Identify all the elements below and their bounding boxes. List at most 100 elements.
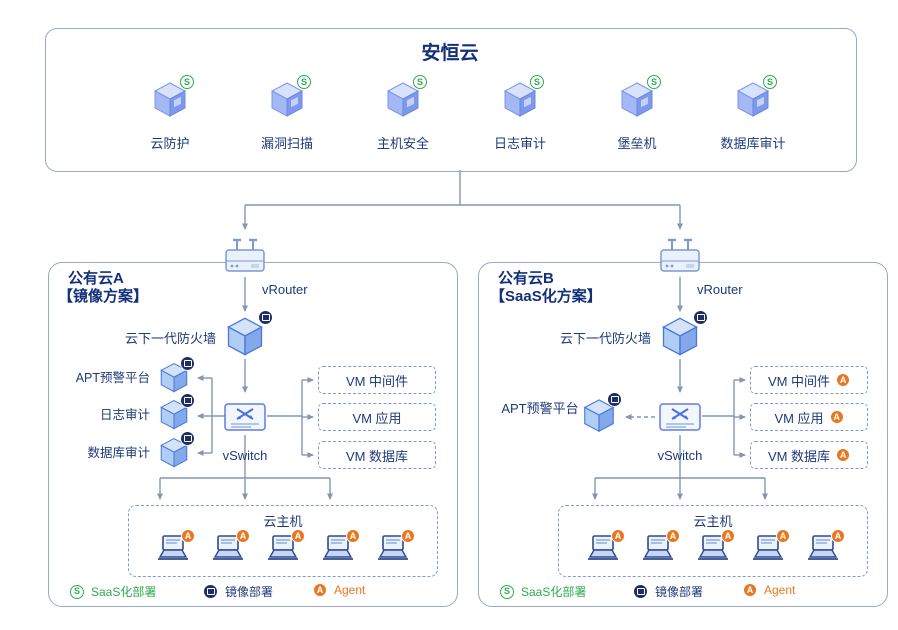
saas-badge-icon: S	[180, 75, 194, 89]
cloud-host-b-laptops: A A A A A	[566, 529, 860, 562]
vrouter-b-icon	[658, 236, 702, 281]
laptop: A	[750, 529, 790, 562]
laptop: A	[695, 529, 735, 562]
apt-platform-a-icon	[157, 356, 195, 400]
laptop: A	[155, 529, 195, 562]
agent-badge-icon: A	[831, 529, 845, 543]
vrouter-a-icon	[223, 236, 267, 281]
saas-badge-icon: S	[530, 75, 544, 89]
vm-box-label: VM 中间件	[767, 373, 831, 389]
cloud-host-a-laptops: A A A A A	[136, 529, 430, 562]
agent-badge-icon: A	[836, 448, 851, 462]
mirror-badge-icon	[180, 393, 195, 408]
legend-saas-b: S SaaS化部署	[500, 583, 586, 600]
cloud-host-a-label: 云主机	[263, 514, 303, 529]
legend-label: Agent	[334, 583, 366, 597]
saas-badge-icon: S	[297, 75, 311, 89]
legend-mirror-b: 镜像部署	[633, 583, 703, 600]
vm-box-label: VM 数据库	[767, 448, 831, 464]
vrouter-a-label: vRouter	[262, 282, 308, 297]
legend-saas-a: S SaaS化部署	[70, 583, 156, 600]
agent-badge-icon: A	[836, 373, 851, 387]
mirror-badge-icon	[180, 431, 195, 446]
anheng-cloud-panel	[45, 28, 857, 172]
laptop: A	[210, 529, 250, 562]
laptop: A	[585, 529, 625, 562]
cloud-a-title: 公有云A	[68, 270, 124, 287]
legend-label: Agent	[764, 583, 796, 597]
agent-badge-icon: A	[181, 529, 195, 543]
vswitch-a-icon	[223, 398, 267, 441]
db-audit-a-icon	[157, 431, 195, 475]
cloud-a-subtitle: 【镜像方案】	[58, 288, 149, 305]
vm-box-label: VM 数据库	[345, 448, 409, 464]
db-audit-a-label: 数据库审计	[87, 446, 150, 460]
vm-middleware-b-box: VM 中间件 A	[750, 366, 868, 394]
agent-badge-icon: A	[721, 529, 735, 543]
vm-box-label: VM 应用	[774, 410, 824, 426]
agent-badge-icon: A	[236, 529, 250, 543]
laptop: A	[640, 529, 680, 562]
legend-label: SaaS化部署	[521, 585, 587, 599]
firewall-b-icon	[656, 310, 708, 364]
saas-badge-icon: S	[70, 584, 84, 599]
legend-label: 镜像部署	[225, 585, 274, 599]
legend-agent-a: A Agent	[313, 583, 365, 597]
agent-badge-icon: A	[611, 529, 625, 543]
cloud-host-b-label: 云主机	[693, 514, 733, 529]
mirror-badge-icon	[258, 310, 273, 325]
mirror-badge-icon	[607, 392, 622, 407]
legend-agent-b: A Agent	[743, 583, 795, 597]
firewall-a-icon	[221, 310, 273, 364]
vswitch-b-label: vSwitch	[657, 448, 703, 463]
saas-badge-icon: S	[647, 75, 661, 89]
vm-box-label: VM 应用	[352, 410, 402, 426]
cloud-b-title: 公有云B	[498, 270, 554, 287]
legend-label: 镜像部署	[655, 585, 704, 599]
vm-db-a-box: VM 数据库	[318, 441, 436, 469]
agent-badge-icon: A	[313, 583, 327, 597]
log-audit-a-icon	[157, 393, 195, 437]
service-log-audit: S 日志审计	[465, 75, 575, 152]
agent-badge-icon: A	[401, 529, 415, 543]
service-label: 主机安全	[376, 136, 429, 151]
cloud-host-b-box	[558, 505, 868, 577]
saas-badge-icon: S	[763, 75, 777, 89]
mirror-badge-icon	[633, 584, 648, 599]
service-label: 云防护	[150, 136, 190, 151]
log-audit-a-label: 日志审计	[99, 408, 150, 422]
legend-label: SaaS化部署	[91, 585, 157, 599]
service-label: 数据库审计	[720, 136, 786, 151]
agent-badge-icon: A	[666, 529, 680, 543]
service-host-security: S 主机安全	[348, 75, 458, 152]
saas-badge-icon: S	[500, 584, 514, 599]
vm-middleware-a-box: VM 中间件	[318, 366, 436, 394]
service-label: 堡垒机	[617, 136, 657, 151]
laptop: A	[805, 529, 845, 562]
legend-mirror-a: 镜像部署	[203, 583, 273, 600]
service-cloud-protection: S 云防护	[115, 75, 225, 152]
vrouter-b-label: vRouter	[697, 282, 743, 297]
service-label: 日志审计	[493, 136, 546, 151]
apt-platform-b-label: APT预警平台	[501, 401, 579, 416]
agent-badge-icon: A	[291, 529, 305, 543]
agent-badge-icon: A	[776, 529, 790, 543]
agent-badge-icon: A	[743, 583, 757, 597]
vm-box-label: VM 中间件	[345, 373, 409, 389]
cloud-b-subtitle: 【SaaS化方案】	[490, 288, 602, 305]
vm-app-a-box: VM 应用	[318, 403, 436, 431]
cloud-host-a-box	[128, 505, 438, 577]
mirror-badge-icon	[693, 310, 708, 325]
laptop: A	[320, 529, 360, 562]
service-bastion-host: S 堡垒机	[582, 75, 692, 152]
agent-badge-icon: A	[829, 410, 844, 424]
apt-platform-a-label: APT预警平台	[75, 371, 150, 385]
service-vuln-scan: S 漏洞扫描	[232, 75, 342, 152]
service-label: 漏洞扫描	[260, 136, 313, 151]
vm-app-b-box: VM 应用 A	[750, 403, 868, 431]
firewall-a-label: 云下一代防火墙	[124, 331, 216, 346]
mirror-badge-icon	[203, 584, 218, 599]
vswitch-a-label: vSwitch	[222, 448, 268, 463]
